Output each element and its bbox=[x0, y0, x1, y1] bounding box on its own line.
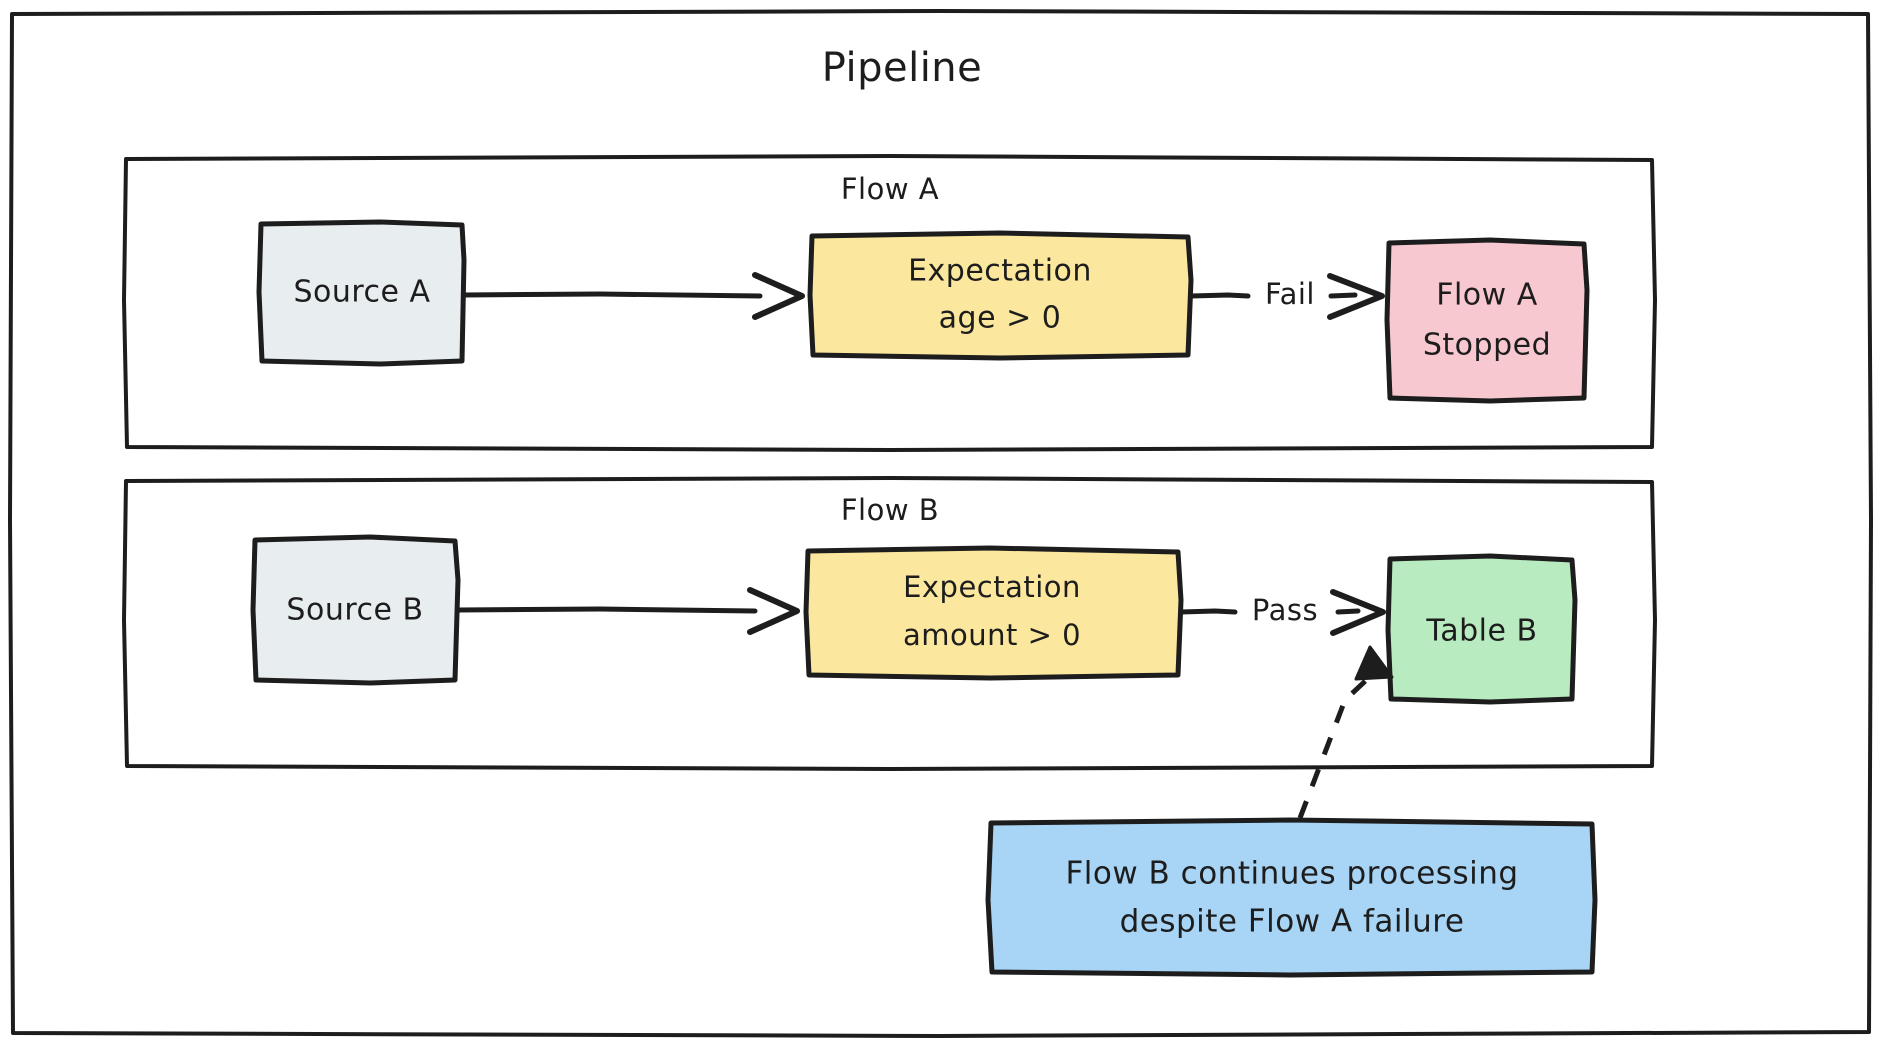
group-label-flow-b: Flow B bbox=[841, 493, 939, 527]
group-flow-a bbox=[122, 154, 1657, 452]
edge-source-b-to-expectation-b bbox=[455, 587, 800, 635]
annotation-connector bbox=[1297, 645, 1394, 819]
node-expectation-a[interactable]: Expectation age > 0 bbox=[807, 230, 1194, 361]
group-flow-b bbox=[122, 476, 1657, 771]
node-source-a[interactable]: Source A bbox=[256, 219, 467, 367]
annotation-line2: despite Flow A failure bbox=[1120, 904, 1465, 940]
node-label-expectation-b-line1: Expectation bbox=[903, 570, 1081, 604]
edge-source-a-to-expectation-a bbox=[461, 272, 805, 320]
arrowhead-icon bbox=[1354, 645, 1394, 681]
node-label-expectation-a-line1: Expectation bbox=[908, 254, 1092, 289]
node-label-source-b: Source B bbox=[286, 593, 423, 628]
node-label-expectation-a-line2: age > 0 bbox=[939, 301, 1062, 336]
node-flow-a-stopped[interactable]: Flow A Stopped bbox=[1384, 237, 1590, 404]
page-title: Pipeline bbox=[822, 45, 983, 91]
annotation-line1: Flow B continues processing bbox=[1065, 856, 1518, 892]
pipeline-container bbox=[8, 9, 1873, 1038]
annotation-box[interactable]: Flow B continues processing despite Flow… bbox=[985, 817, 1598, 978]
edge-label-fail: Fail bbox=[1265, 277, 1315, 311]
node-label-flow-a-stopped-line2: Stopped bbox=[1423, 328, 1551, 363]
edge-expectation-a-to-flow-a-stopped: Fail bbox=[1188, 273, 1385, 320]
group-label-flow-a: Flow A bbox=[841, 172, 939, 206]
node-expectation-b[interactable]: Expectation amount > 0 bbox=[803, 545, 1184, 681]
node-source-b[interactable]: Source B bbox=[250, 534, 461, 686]
edge-expectation-b-to-table-b: Pass bbox=[1178, 589, 1386, 636]
edge-label-pass: Pass bbox=[1252, 593, 1318, 627]
node-label-table-b: Table B bbox=[1425, 614, 1537, 649]
node-table-b[interactable]: Table B bbox=[1385, 553, 1578, 705]
node-label-flow-a-stopped-line1: Flow A bbox=[1436, 278, 1538, 313]
node-label-expectation-b-line2: amount > 0 bbox=[903, 618, 1081, 652]
node-label-source-a: Source A bbox=[293, 275, 430, 310]
